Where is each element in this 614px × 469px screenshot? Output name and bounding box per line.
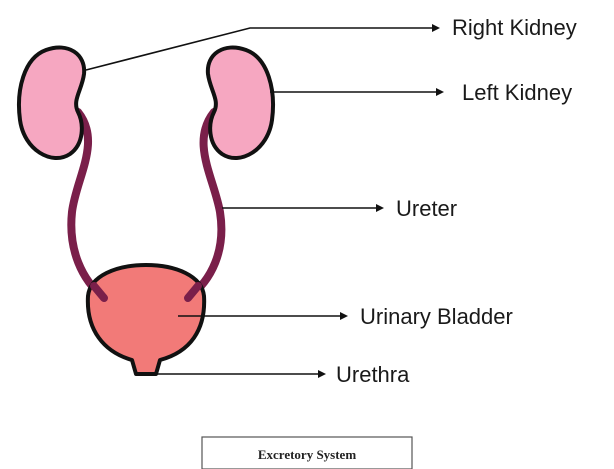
label-urinary-bladder: Urinary Bladder [360, 304, 513, 329]
label-urethra: Urethra [336, 362, 410, 387]
caption-text: Excretory System [258, 447, 356, 462]
label-right-kidney: Right Kidney [452, 15, 577, 40]
ureter-pointer [222, 204, 384, 212]
label-left-kidney: Left Kidney [462, 80, 572, 105]
urinary-bladder [88, 265, 204, 374]
right-kidney [19, 47, 84, 158]
left-kidney [208, 47, 273, 158]
left-kidney-pointer [270, 88, 444, 96]
urethra-pointer [150, 370, 326, 378]
label-ureter: Ureter [396, 196, 457, 221]
caption-box: Excretory System [202, 437, 412, 469]
